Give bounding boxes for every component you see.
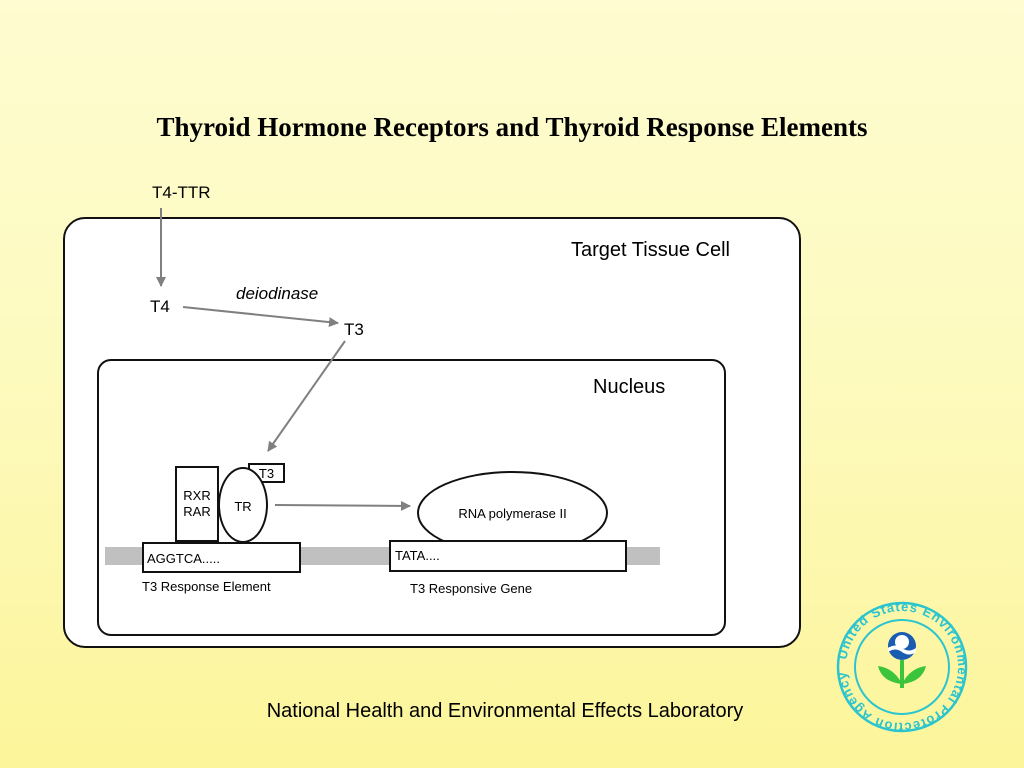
t3-bound-label: T3 [258,466,275,481]
t4-ttr-label: T4-TTR [152,183,211,202]
rna-polymerase-label: RNA polymerase II [458,506,567,521]
arrow-tr-to-rna-polymerase [274,500,411,511]
arrow-t4-to-t3 [182,306,339,328]
t3-cytoplasm-label: T3 [344,320,364,339]
t4-label: T4 [150,297,170,316]
footer-lab-name: National Health and Environmental Effect… [266,700,744,722]
aggtca-label: AGGTCA..... [147,551,220,566]
aggtca-box: AGGTCA..... [142,542,301,573]
tata-box: TATA.... [389,540,627,572]
page-title: Thyroid Hormone Receptors and Thyroid Re… [156,112,868,142]
rxr-label: RXR [183,488,211,503]
target-tissue-cell-label: Target Tissue Cell [571,239,730,261]
tr-label: TR [234,499,252,514]
nucleus-label: Nucleus [593,376,666,398]
rxr-rar-box: RXR RAR [175,466,219,542]
deiodinase-label: deiodinase [236,284,319,303]
epa-logo: United States Environmental Protection A… [833,598,971,741]
arrow-t3-to-tr [267,340,346,452]
tata-label: TATA.... [395,548,440,563]
tr-oval: TR [218,467,268,543]
flower-icon [878,632,926,688]
responsive-gene-label: T3 Responsive Gene [410,581,533,596]
response-element-label: T3 Response Element [142,579,271,594]
rar-label: RAR [183,504,211,519]
